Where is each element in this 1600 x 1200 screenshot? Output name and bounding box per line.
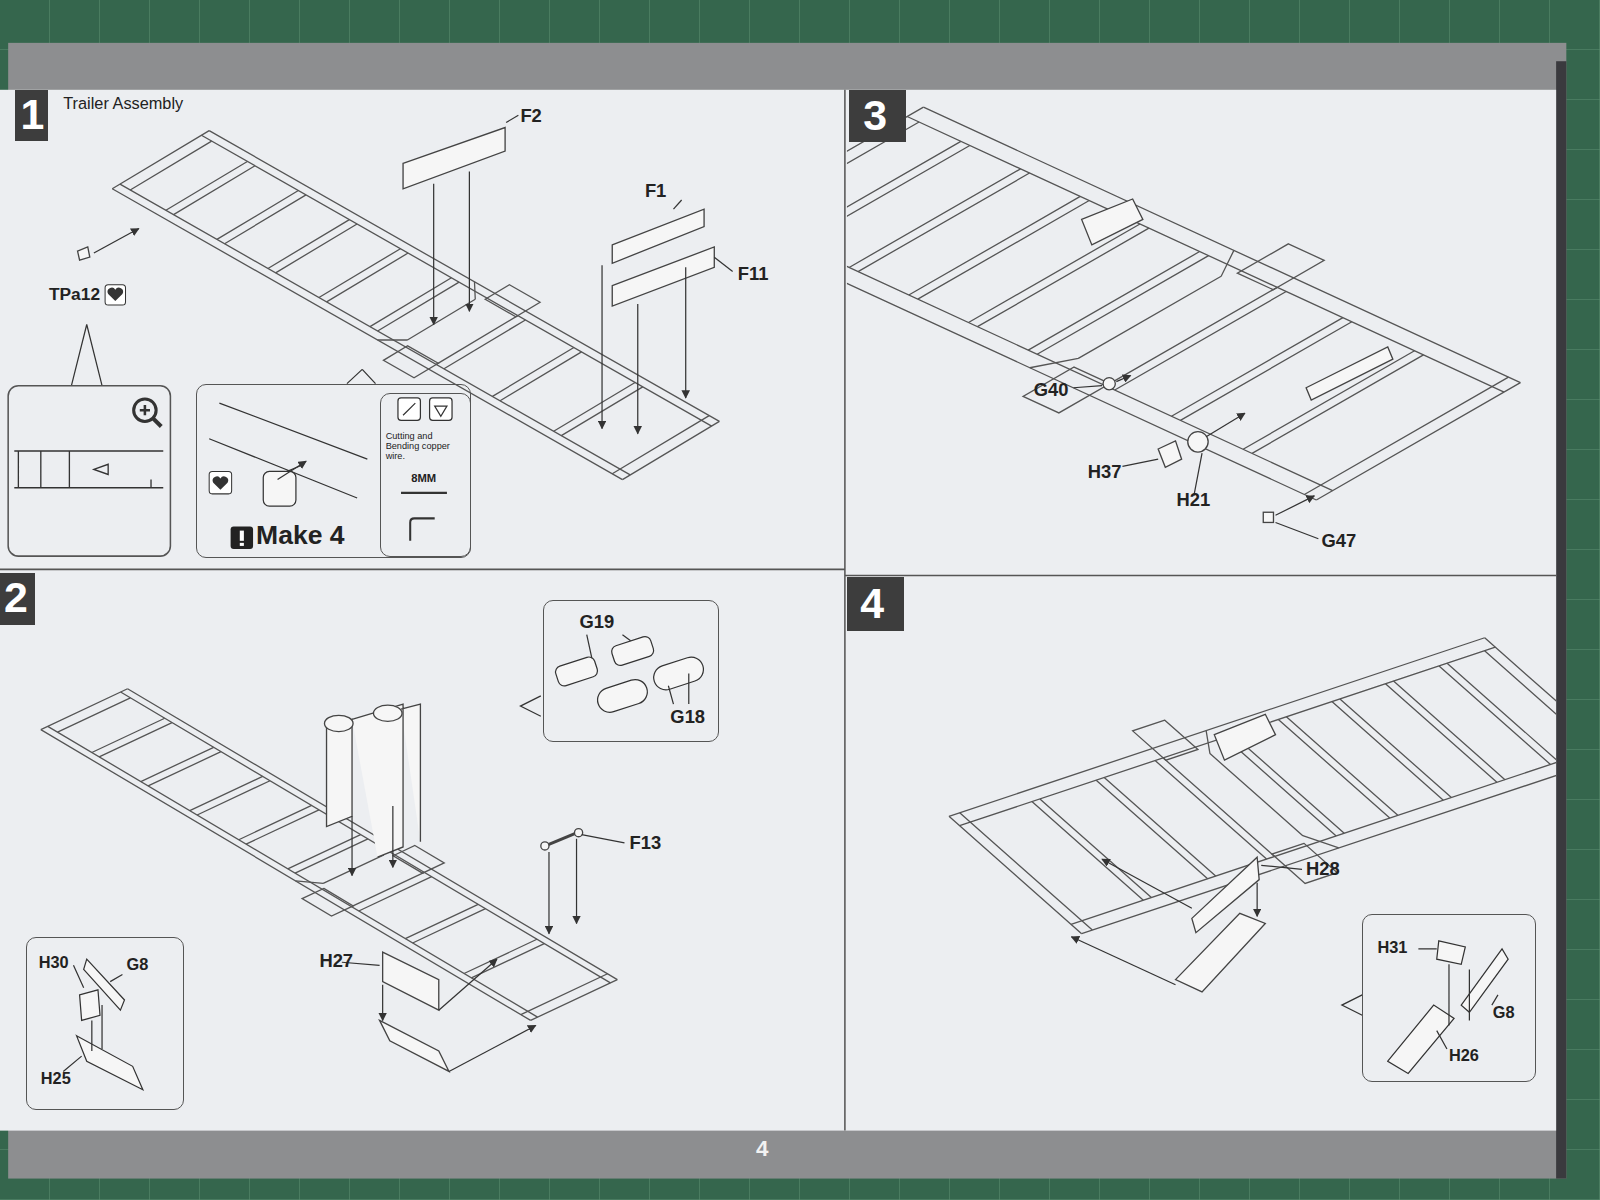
part-label: TPa12 — [49, 285, 100, 304]
part-label: H28 — [1306, 859, 1340, 879]
part-number: Cutting and Bending copper wire. — [386, 431, 468, 461]
part-label: H21 — [1177, 490, 1211, 510]
inset-box: Cutting and Bending copper wire. 8MM — [380, 393, 472, 557]
inset-box: G19G18 — [543, 600, 720, 742]
step-title: Trailer Assembly — [63, 95, 183, 113]
part-number: G18 — [670, 707, 705, 727]
step-number-box: 4 — [847, 577, 904, 631]
inset-box: H31G8H26 — [1362, 914, 1535, 1081]
step-number-box: 3 — [849, 90, 906, 142]
part-label: G47 — [1321, 531, 1356, 551]
step-number: 2 — [4, 574, 28, 621]
part-label: H27 — [319, 951, 353, 971]
part-number: G19 — [580, 612, 615, 632]
part-number: 8MM — [411, 472, 436, 484]
part-label: F1 — [645, 181, 666, 201]
part-number: H30 — [39, 954, 69, 972]
part-number: H26 — [1449, 1047, 1479, 1065]
part-number: G8 — [127, 956, 149, 974]
part-label: F11 — [738, 264, 769, 284]
inset-box: Make 4 Cutting and Bending copper wire. 8M… — [196, 384, 472, 558]
step-number: 1 — [20, 91, 44, 138]
part-number: H31 — [1378, 939, 1408, 957]
part-label: G40 — [1034, 380, 1069, 400]
page-number: 4 — [756, 1137, 768, 1162]
part-label: F2 — [520, 106, 541, 126]
inset-box: H30 G8H25 — [26, 937, 184, 1110]
step-number-box: 2 — [0, 573, 35, 624]
step-number: 4 — [860, 580, 884, 627]
step-number: 3 — [863, 92, 887, 139]
part-number: H25 — [41, 1070, 71, 1088]
part-label: F13 — [630, 833, 662, 853]
part-number: G8 — [1493, 1004, 1515, 1022]
step-number-box: 1 — [15, 90, 48, 141]
part-label: H37 — [1088, 462, 1122, 482]
part-number: Make 4 — [256, 521, 344, 550]
